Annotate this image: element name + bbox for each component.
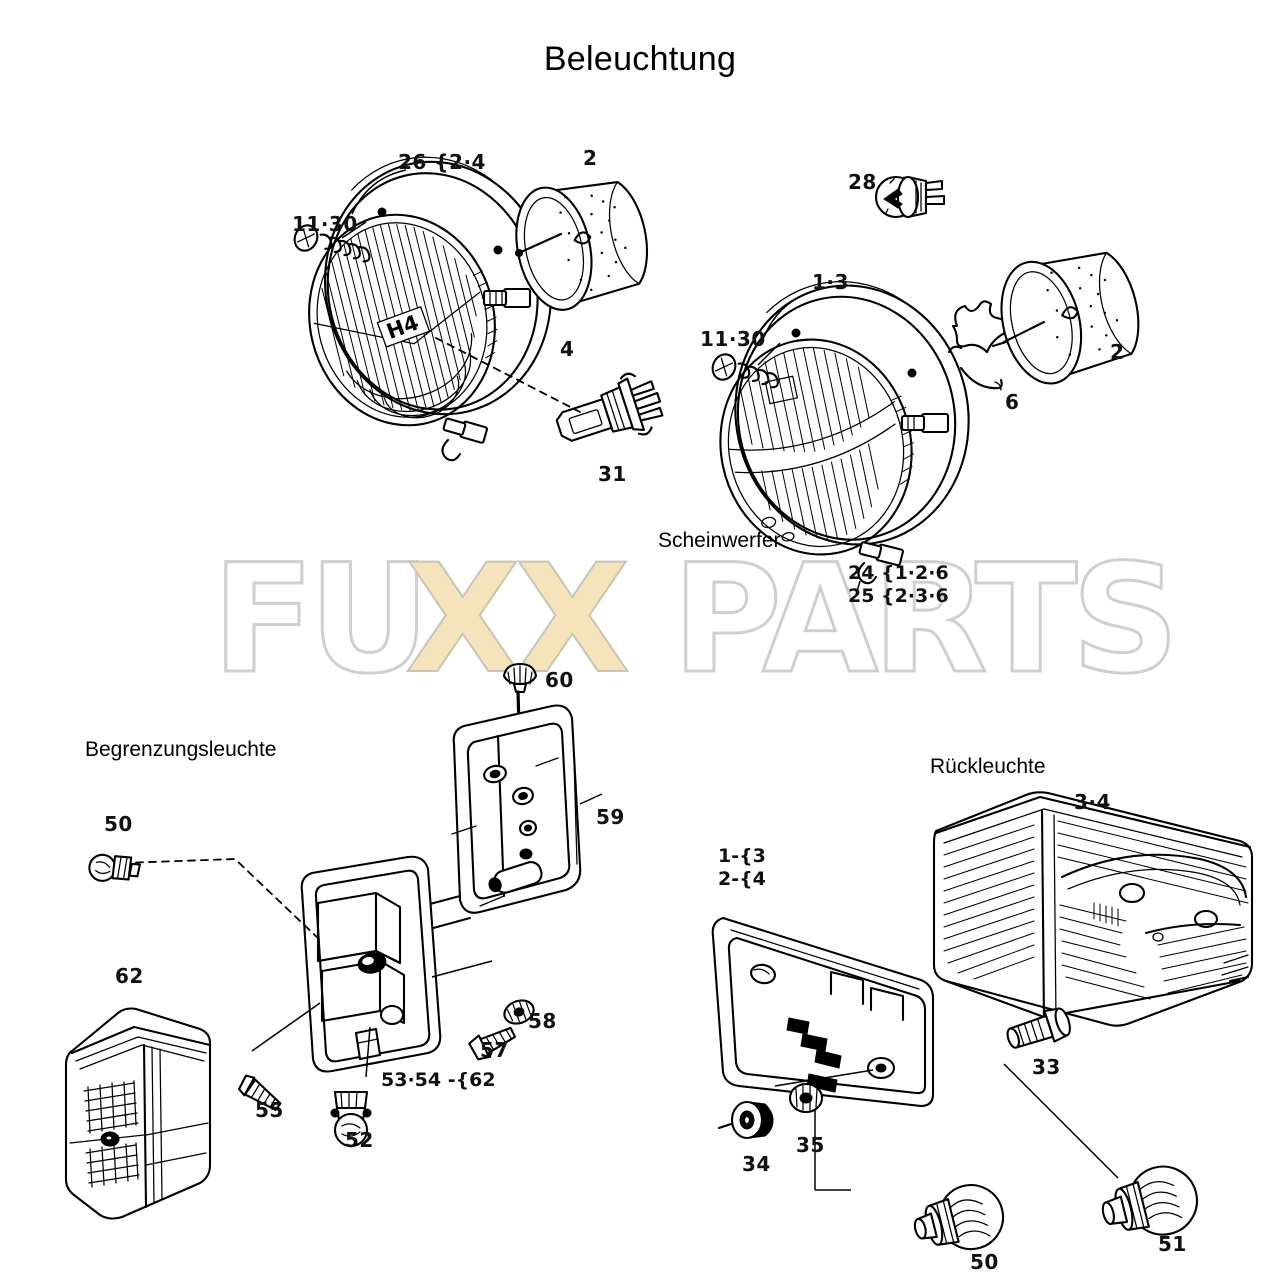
callout-51: 51 [1158,1232,1187,1256]
callout-2-right: 2 [1110,340,1125,364]
headlight-left-reflector [515,181,649,311]
callout-4: 4 [560,337,575,361]
callout-52: 52 [345,1128,374,1152]
marker-lens-62 [64,1007,212,1220]
page-title: Beleuchtung [543,40,737,78]
watermark-fu: FU [212,553,424,703]
callout-31: 31 [598,462,627,486]
marker-screw-57-washer-58 [468,999,535,1061]
headlight-bulb-31 [555,372,664,442]
callout-62-lens: 62 [115,964,144,988]
callout-53-54: 53·54 -{62 [381,1069,496,1091]
callout-11-30-right: 11·30 [700,327,766,351]
section-label-scheinwerfer: Scheinwerfer [658,529,781,552]
section-label-begrenzungsleuchte: Begrenzungsleuchte [85,738,277,761]
callout-33: 33 [1032,1055,1061,1079]
tail-nut-34 [717,1100,774,1140]
callout-6: 6 [1005,390,1020,414]
callout-26: 26 {2·4 [398,150,486,174]
headlight-right-assembly [711,280,970,596]
tail-bulb-51 [1101,1165,1198,1236]
tail-lens-34 [932,791,1254,1027]
marker-bulb-50 [88,853,141,882]
callout-1-3: 1·3 [812,270,849,294]
headlight-socket-28 [874,175,946,219]
callout-50-tail: 50 [970,1250,999,1274]
section-label-rueckleuchte: Rückleuchte [930,755,1046,778]
tail-washer-35 [788,1082,824,1114]
headlight-left-bulb-leader [435,337,581,413]
tail-bulb-51-leader [1003,1063,1119,1179]
callout-1-3-tail: 1-{3 [718,845,766,867]
marker-socket-52 [330,1090,372,1148]
marker-reflector-body [251,855,493,1078]
callout-2-4-tail: 2-{4 [718,868,766,890]
callout-24: 24 {1·2·6 [848,562,949,584]
callout-11-30-left: 11·30 [292,212,358,236]
headlight-right-reflector [1000,251,1140,385]
callout-35: 35 [796,1133,825,1157]
callout-58: 58 [528,1009,557,1033]
callout-60: 60 [545,668,574,692]
callout-59: 59 [596,805,625,829]
marker-knob-60 [502,662,538,694]
marker-housing-59 [398,704,603,938]
callout-25: 25 {2·3·6 [848,585,949,607]
callout-50-mk: 50 [104,812,133,836]
tail-bolt-33 [1006,1007,1071,1049]
callout-34: 34 [742,1152,771,1176]
marker-screw-55 [237,1074,282,1111]
callout-55: 55 [255,1098,284,1122]
callout-3-4: 3·4 [1074,790,1111,814]
callout-2-left: 2 [583,146,598,170]
tail-bulb-50 [913,1184,1005,1251]
callout-57: 57 [480,1038,509,1062]
callout-28: 28 [848,170,877,194]
marker-bulb-50-leader [122,858,322,942]
